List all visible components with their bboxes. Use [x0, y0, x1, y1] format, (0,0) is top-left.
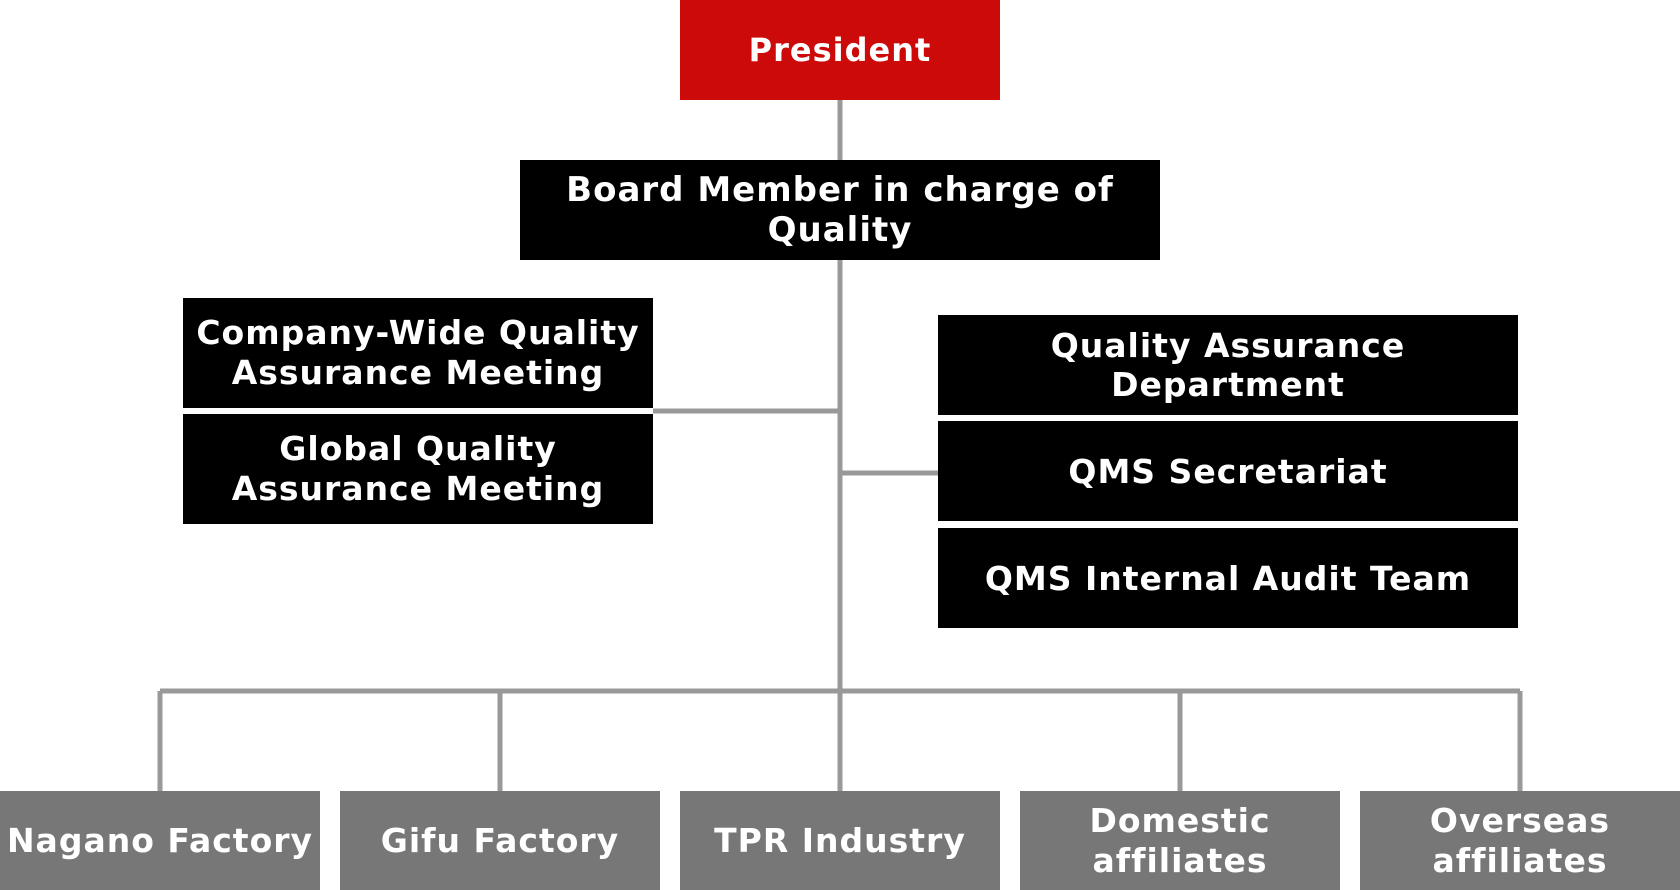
tpr-industry-label: TPR Industry [714, 820, 966, 860]
global-qa-meeting-box: Global Quality Assurance Meeting [183, 414, 653, 524]
domestic-affiliates-box: Domestic affiliates [1020, 791, 1340, 890]
quality-assurance-department-label: Quality Assurance Department [1050, 326, 1406, 404]
board-member-label: Board Member in charge of Quality [566, 170, 1114, 250]
qms-internal-audit-team-box: QMS Internal Audit Team [938, 528, 1518, 628]
nagano-factory-label: Nagano Factory [6, 820, 314, 860]
company-wide-qa-meeting-label: Company-Wide Quality Assurance Meeting [196, 313, 640, 392]
president-label: President [748, 31, 932, 69]
company-wide-qa-meeting-box: Company-Wide Quality Assurance Meeting [183, 298, 653, 408]
gifu-factory-label: Gifu Factory [380, 820, 620, 860]
qms-secretariat-label: QMS Secretariat [1068, 451, 1388, 491]
overseas-affiliates-label: Overseas affiliates [1429, 800, 1611, 880]
quality-assurance-department-box: Quality Assurance Department [938, 315, 1518, 415]
gifu-factory-box: Gifu Factory [340, 791, 660, 890]
tpr-industry-box: TPR Industry [680, 791, 1000, 890]
qms-internal-audit-team-label: QMS Internal Audit Team [984, 558, 1472, 598]
president-box: President [680, 0, 1000, 100]
global-qa-meeting-label: Global Quality Assurance Meeting [231, 429, 605, 508]
nagano-factory-box: Nagano Factory [0, 791, 320, 890]
board-member-box: Board Member in charge of Quality [520, 160, 1160, 260]
domestic-affiliates-label: Domestic affiliates [1089, 800, 1271, 880]
qms-secretariat-box: QMS Secretariat [938, 421, 1518, 521]
overseas-affiliates-box: Overseas affiliates [1360, 791, 1680, 890]
